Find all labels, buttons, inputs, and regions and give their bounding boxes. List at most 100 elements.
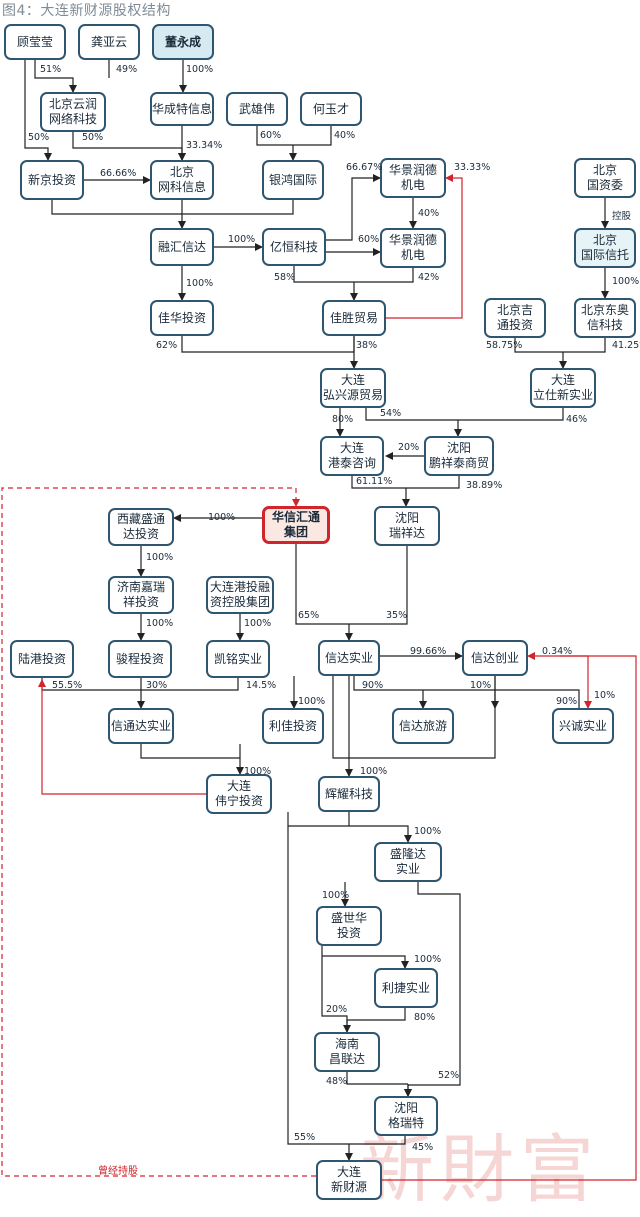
- label-p034: 0.34%: [542, 646, 573, 657]
- label-p10a: 10%: [470, 680, 492, 691]
- label-p5875: 58.75%: [486, 340, 523, 351]
- label-p100h: 100%: [244, 618, 272, 629]
- label-p30: 30%: [146, 680, 168, 691]
- entity-gu: 顾莹莹: [4, 24, 66, 60]
- label-p50a: 50%: [28, 132, 50, 143]
- ownership-edge: [349, 1136, 406, 1145]
- label-p20b: 20%: [326, 1004, 348, 1015]
- ownership-edge: [386, 174, 463, 319]
- red-link: [38, 679, 240, 795]
- entity-syrxd: 沈阳 瑞祥达: [374, 506, 440, 546]
- ownership-edge: [322, 955, 409, 969]
- label-p100f: 100%: [146, 552, 174, 563]
- ownership-edge: [326, 174, 381, 241]
- entity-ljsy: 利捷实业: [374, 968, 438, 1008]
- entity-hjrd2: 华景润德 机电: [380, 228, 446, 268]
- entity-rhxd: 融汇信达: [150, 228, 214, 266]
- label-kongu: 控股: [612, 211, 632, 222]
- label-p100e: 100%: [208, 512, 236, 523]
- label-p58: 58%: [274, 272, 296, 283]
- label-p6667: 66.67%: [346, 162, 383, 173]
- label-p4125: 41.25%: [612, 340, 640, 351]
- label-p38: 38%: [356, 340, 378, 351]
- label-p3334: 33.34%: [186, 140, 223, 151]
- label-p60b: 60%: [358, 234, 380, 245]
- entity-kmsy: 凯铭实业: [206, 640, 270, 678]
- entity-hcx: 华成特信息: [150, 92, 214, 126]
- entity-xzstd: 西藏盛通 达投资: [108, 508, 174, 546]
- ownership-edge: [514, 338, 606, 353]
- entity-ljtz: 利佳投资: [262, 708, 324, 744]
- label-p52: 52%: [438, 1070, 460, 1081]
- entity-hjrd1: 华景润德 机电: [380, 158, 446, 198]
- entity-dlgtrz: 大连港投融 资控股集团: [206, 576, 274, 614]
- entity-hncld: 海南 昌联达: [314, 1032, 380, 1072]
- ownership-edge: [332, 676, 496, 759]
- label-p20a: 20%: [398, 442, 420, 453]
- label-p65: 65%: [298, 610, 320, 621]
- ownership-edge: [256, 126, 332, 146]
- ownership-edge: [365, 408, 564, 421]
- label-p100a: 100%: [186, 64, 214, 75]
- label-p40b: 40%: [418, 208, 440, 219]
- entity-gong: 龚亚云: [78, 24, 140, 60]
- entity-xtdsy: 信通达实业: [108, 708, 174, 744]
- ownership-edge: [321, 946, 351, 1033]
- label-p45: 45%: [412, 1142, 434, 1153]
- label-p100k: 100%: [360, 766, 388, 777]
- label-p90b: 90%: [556, 696, 578, 707]
- entity-bjgjxt: 北京 国际信托: [574, 228, 636, 268]
- label-p555: 55.5%: [52, 680, 83, 691]
- entity-sygrt: 沈阳 格瑞特: [374, 1096, 438, 1136]
- entity-dlxcy: 大连 新财源: [316, 1160, 382, 1200]
- label-p48: 48%: [326, 1076, 348, 1087]
- label-p80a: 80%: [332, 414, 354, 425]
- label-p100j: 100%: [244, 766, 272, 777]
- label-p3333: 33.33%: [454, 162, 491, 173]
- label-p100m: 100%: [322, 890, 350, 901]
- label-p100b: 100%: [228, 234, 256, 245]
- entity-sypxt: 沈阳 鹏祥泰商贸: [424, 436, 494, 476]
- label-p46: 46%: [566, 414, 588, 425]
- label-cjcg: 曾经持股: [98, 1166, 138, 1177]
- ownership-edge: [34, 60, 77, 93]
- entity-xjtz: 新京投资: [20, 160, 84, 200]
- label-p49: 49%: [116, 64, 138, 75]
- entity-dlhx: 大连 弘兴源贸易: [320, 368, 386, 408]
- label-p40a: 40%: [334, 130, 356, 141]
- red-link: [560, 655, 592, 709]
- entity-bjgzw: 北京 国资委: [574, 158, 636, 198]
- entity-yhgj: 银鸿国际: [262, 160, 324, 200]
- label-p145: 14.5%: [246, 680, 277, 691]
- label-p100d: 100%: [186, 278, 214, 289]
- label-p100n: 100%: [414, 954, 442, 965]
- entity-bjyr: 北京云润 网络科技: [40, 92, 106, 132]
- label-p100c: 100%: [612, 276, 640, 287]
- label-p35: 35%: [386, 610, 408, 621]
- ownership-edge: [293, 266, 414, 283]
- entity-bjjttz: 北京吉 通投资: [484, 298, 546, 338]
- label-p80b: 80%: [414, 1012, 436, 1023]
- label-p51: 51%: [40, 64, 62, 75]
- ownership-edge: [346, 1072, 408, 1085]
- entity-bjda: 北京东奥 信科技: [574, 298, 636, 338]
- entity-he: 何玉才: [300, 92, 362, 126]
- label-p6666: 66.66%: [100, 168, 137, 179]
- entity-lgtz: 陆港投资: [10, 640, 74, 678]
- ownership-edge: [295, 544, 408, 625]
- label-p100l: 100%: [414, 826, 442, 837]
- entity-yhkj: 亿恒科技: [262, 228, 326, 266]
- entity-xdly: 信达旅游: [392, 708, 454, 744]
- label-p60a: 60%: [260, 130, 282, 141]
- ownership-edge: [353, 676, 580, 708]
- label-p10b: 10%: [594, 690, 616, 701]
- entity-jsmy: 佳胜贸易: [322, 300, 386, 336]
- label-p3889: 38.89%: [466, 480, 503, 491]
- label-p6111: 61.11%: [356, 476, 393, 487]
- entity-hykj: 辉耀科技: [318, 776, 380, 812]
- entity-dllsxsy: 大连 立仕新实业: [530, 368, 596, 408]
- ownership-edge: [346, 1008, 406, 1032]
- entity-sldsy: 盛隆达 实业: [374, 842, 442, 882]
- label-p100i: 100%: [298, 696, 326, 707]
